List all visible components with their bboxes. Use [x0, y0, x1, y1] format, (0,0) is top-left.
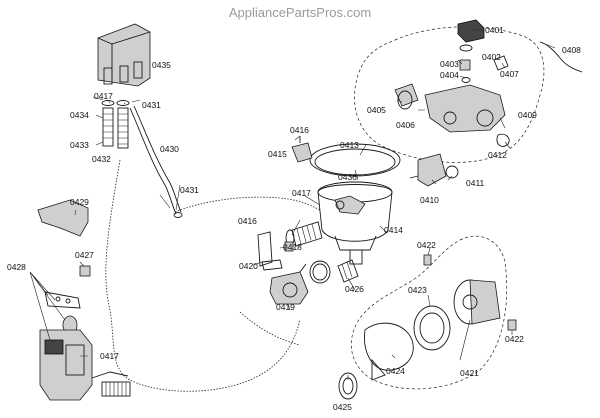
sensor-0415 — [291, 136, 313, 163]
part-labels: 0401 0402 0403 0404 0405 0406 0407 0408 … — [7, 25, 581, 412]
label-0420: 0420 — [239, 261, 258, 271]
heater-sensor-parts — [44, 265, 91, 335]
sensor-0410 — [409, 153, 459, 187]
clip-0422-a — [423, 254, 432, 266]
label-0417-top: 0417 — [94, 91, 113, 101]
label-0422-top: 0422 — [417, 240, 436, 250]
label-0425: 0425 — [333, 402, 352, 412]
label-0406: 0406 — [396, 120, 415, 130]
label-0426: 0426 — [345, 284, 364, 294]
label-0408: 0408 — [562, 45, 581, 55]
label-0416-mid: 0416 — [238, 216, 257, 226]
group-outline-top-right — [354, 26, 545, 163]
label-0414: 0414 — [384, 225, 403, 235]
label-0415: 0415 — [268, 149, 287, 159]
seal-rings — [309, 259, 359, 400]
label-0412: 0412 — [488, 150, 507, 160]
air-break-0435 — [97, 23, 151, 87]
label-0436: 0436 — [338, 172, 357, 182]
label-0435: 0435 — [152, 60, 171, 70]
label-0428: 0428 — [7, 262, 26, 272]
watermark: AppliancePartsPros.com — [229, 5, 371, 20]
label-0429: 0429 — [70, 197, 89, 207]
label-0409: 0409 — [518, 110, 537, 120]
label-0403: 0403 — [440, 59, 459, 69]
label-0433: 0433 — [70, 140, 89, 150]
label-0431-top: 0431 — [142, 100, 161, 110]
label-0424: 0424 — [386, 366, 405, 376]
label-0411: 0411 — [466, 178, 485, 188]
label-0419: 0419 — [276, 302, 295, 312]
leader-lines — [29, 29, 556, 380]
label-0423: 0423 — [408, 285, 427, 295]
group-outline-bottom-right — [351, 235, 508, 390]
heater-pump-assembly — [39, 329, 131, 401]
label-0405: 0405 — [367, 105, 386, 115]
label-0407: 0407 — [500, 69, 519, 79]
label-0401: 0401 — [485, 25, 504, 35]
sump-assembly — [309, 143, 401, 265]
label-0430: 0430 — [160, 144, 179, 154]
label-0413: 0413 — [340, 140, 359, 150]
label-0418: 0418 — [283, 242, 302, 252]
label-0434: 0434 — [70, 110, 89, 120]
inlet-hose-path — [239, 311, 301, 346]
corrugated-hoses — [101, 100, 130, 149]
label-0410: 0410 — [420, 195, 439, 205]
label-0417-bottom: 0417 — [100, 351, 119, 361]
label-0432: 0432 — [92, 154, 111, 164]
label-0416-top: 0416 — [290, 125, 309, 135]
label-0427: 0427 — [75, 250, 94, 260]
return-hose-path — [105, 159, 301, 392]
top-right-parts — [394, 19, 583, 147]
drain-pump-assembly — [257, 231, 309, 305]
drain-hose-path — [174, 196, 321, 213]
label-0404: 0404 — [440, 70, 459, 80]
clip-0422-b — [507, 319, 517, 331]
label-0431-mid: 0431 — [180, 185, 199, 195]
label-0402: 0402 — [482, 52, 501, 62]
circulation-pump — [364, 279, 501, 381]
label-0417-mid: 0417 — [292, 188, 311, 198]
label-0422-right: 0422 — [505, 334, 524, 344]
label-0421: 0421 — [460, 368, 479, 378]
hose-0430 — [129, 107, 177, 215]
cover-0429 — [37, 199, 89, 237]
